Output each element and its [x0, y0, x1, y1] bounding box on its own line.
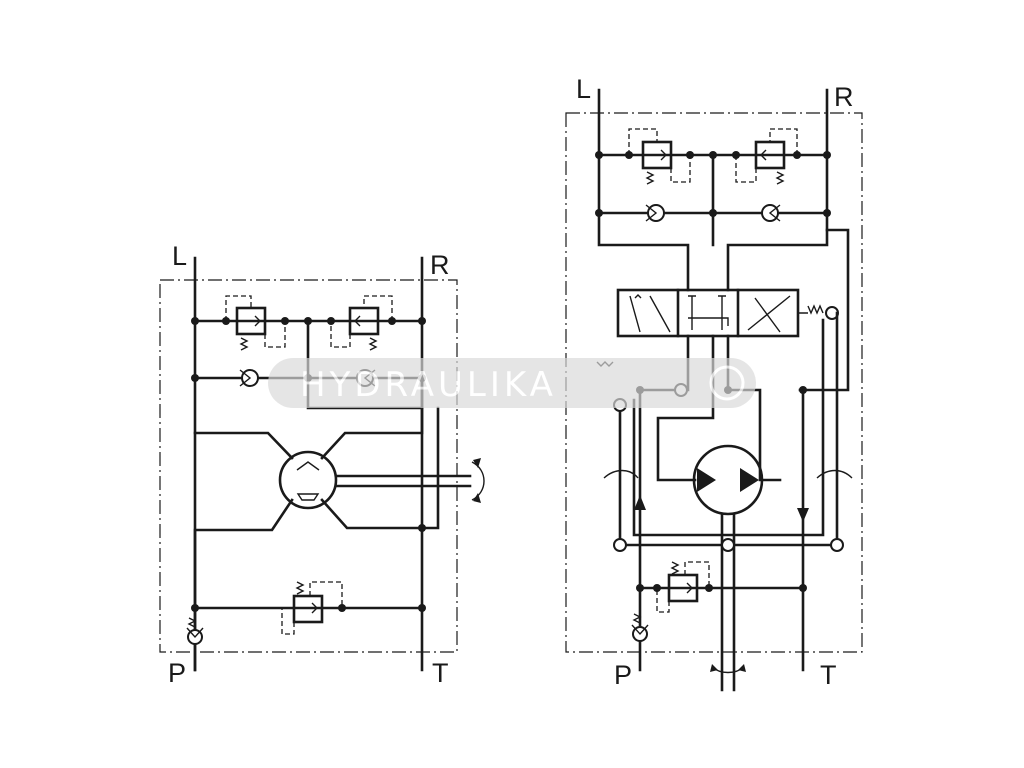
- right-label-t: T: [820, 660, 837, 690]
- right-rotation-arrow-left: [603, 469, 639, 479]
- right-junctions: [595, 151, 831, 592]
- left-bottom-relief-valve: [281, 581, 343, 635]
- left-label-p: P: [168, 658, 186, 688]
- right-label-l: L: [576, 74, 591, 104]
- left-circuit-frame: [159, 279, 458, 653]
- left-motor-outlet: [193, 498, 294, 672]
- right-check-valve-1: [645, 204, 665, 222]
- right-check-valve-2: [761, 204, 781, 222]
- right-p-check-valve: [631, 613, 649, 642]
- watermark-text: HYDRAULIKA: [300, 365, 557, 405]
- left-relief-valve-2: [330, 295, 393, 351]
- left-hydraulic-motor: [278, 450, 485, 510]
- right-bottom-relief-valve: [656, 561, 710, 613]
- left-circuit: L R P T: [159, 241, 485, 688]
- left-label-r: R: [430, 250, 450, 280]
- right-rotation-arrow-right: [816, 469, 853, 479]
- left-label-t: T: [432, 658, 449, 688]
- left-label-l: L: [172, 241, 187, 271]
- right-label-r: R: [834, 82, 854, 112]
- left-motor-return: [320, 406, 440, 530]
- right-hydraulic-pump: [692, 444, 764, 692]
- right-port-l-line: [597, 88, 690, 292]
- right-circuit: L R P T: [565, 74, 863, 692]
- watermark: HYDRAULIKA: [268, 358, 756, 408]
- watermark-logo-icon: [709, 365, 745, 401]
- watermark-band: [268, 358, 756, 408]
- right-directional-valve: [596, 288, 839, 367]
- right-port-r-line: [726, 88, 829, 292]
- left-relief-valve-1: [225, 295, 286, 351]
- right-label-p: P: [614, 660, 632, 690]
- left-motor-inlet-top: [193, 431, 294, 460]
- right-rail-inner: [632, 318, 825, 537]
- left-check-valve-1: [239, 369, 259, 387]
- left-p-check-valve: [186, 617, 204, 645]
- right-relief-valve-2: [735, 128, 798, 185]
- right-relief-valve-1: [628, 128, 691, 185]
- right-connection-rings: [613, 383, 844, 552]
